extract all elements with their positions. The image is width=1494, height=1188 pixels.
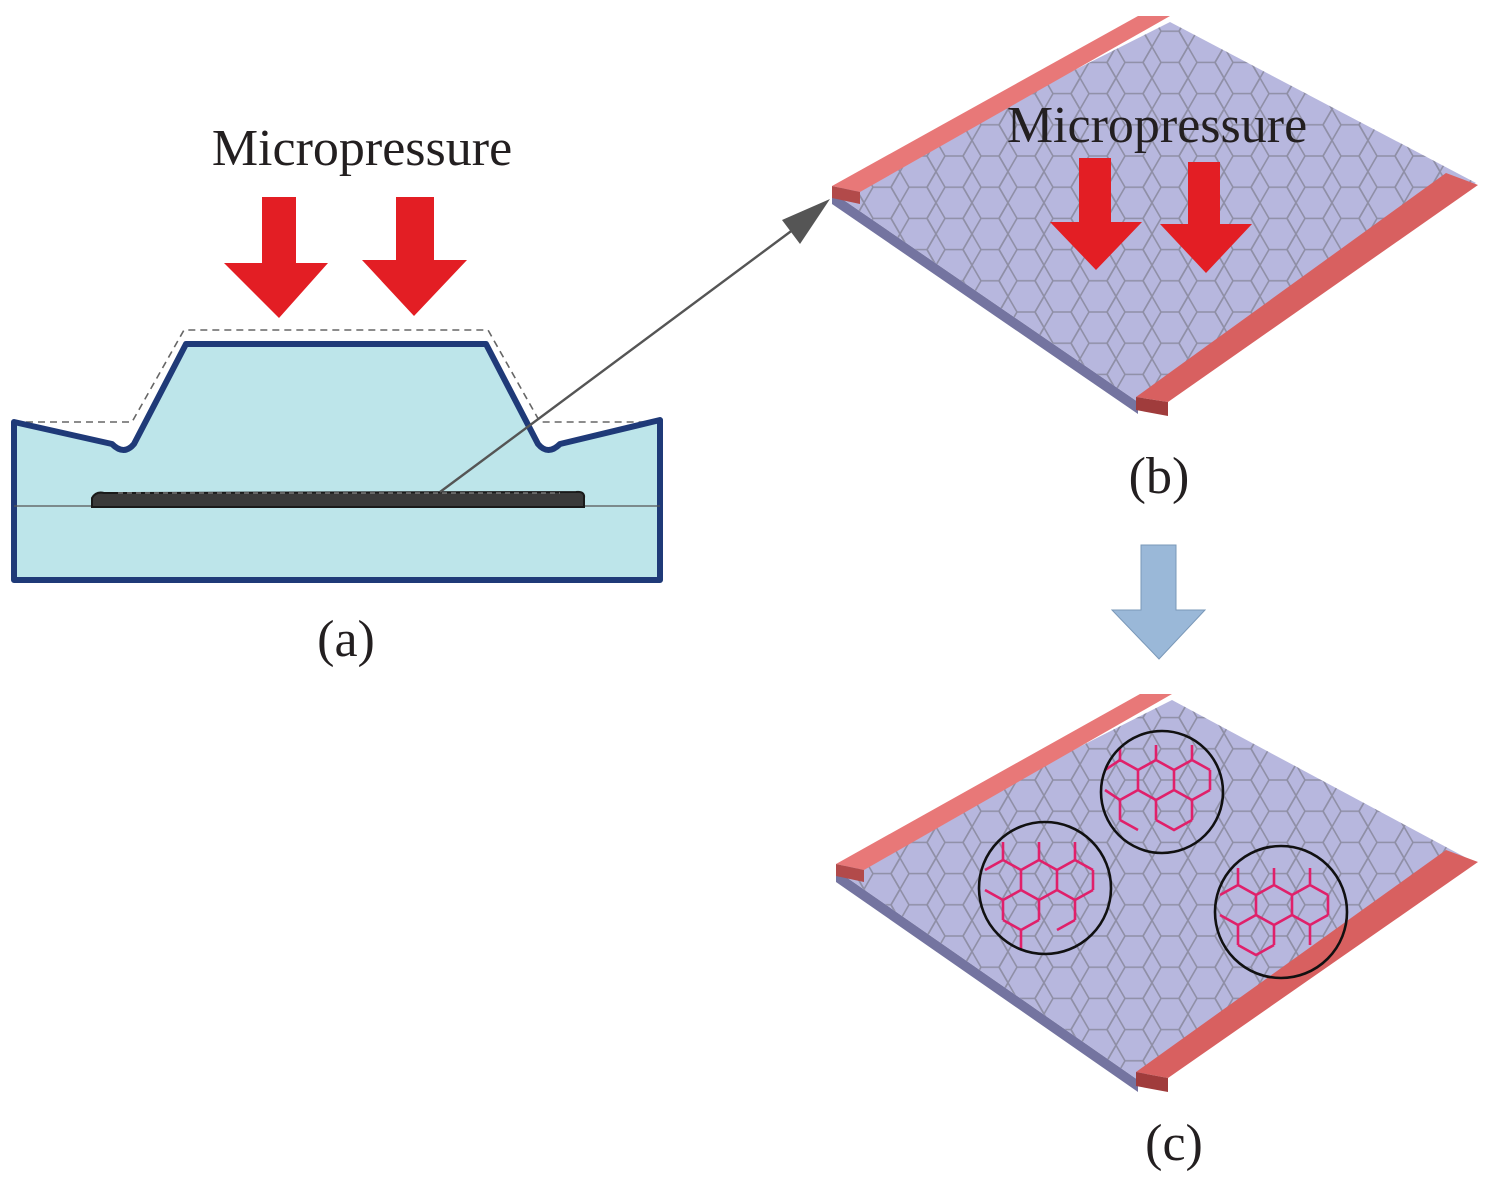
electrode-c-bottom-side	[1136, 1072, 1168, 1092]
electrode-b-bottom-side	[1136, 397, 1168, 416]
sheet-c-mesh	[836, 700, 1474, 1080]
crack-region-3	[1213, 844, 1349, 980]
undeformed-outline	[14, 329, 660, 423]
panel-c-caption: (c)	[1145, 1115, 1203, 1172]
pressure-arrow-left	[224, 197, 328, 318]
sensing-film	[91, 490, 586, 508]
panel-b: Micropressure (b)	[832, 16, 1478, 505]
crack-region-2	[977, 820, 1113, 956]
sheet-b-edge	[832, 192, 1138, 414]
electrode-c-bottom	[1136, 850, 1478, 1078]
panel-c: (c)	[836, 694, 1478, 1172]
panel-a-title: Micropressure	[212, 120, 512, 177]
panel-a-caption: (a)	[317, 611, 375, 668]
electrode-b-top-side	[832, 186, 860, 204]
pressure-arrow-b-right	[1160, 162, 1252, 273]
crack-region-1	[1099, 729, 1225, 855]
panel-b-title: Micropressure	[1007, 97, 1307, 154]
sheet-b-mesh	[832, 22, 1476, 402]
pressure-arrow-right	[362, 197, 467, 316]
electrode-b-bottom	[1136, 173, 1478, 402]
electrode-b-top	[832, 16, 1170, 192]
transition-arrow	[1110, 544, 1207, 660]
deformed-body	[11, 341, 663, 583]
electrode-c-top	[836, 694, 1172, 870]
sheet-c-edge	[836, 870, 1138, 1092]
zoom-pointer-arrow	[439, 199, 830, 493]
pressure-arrow-b-left	[1050, 158, 1142, 270]
panel-b-caption: (b)	[1129, 448, 1190, 505]
panel-a: Micropressure (a)	[11, 120, 663, 668]
electrode-c-top-side	[836, 864, 864, 882]
